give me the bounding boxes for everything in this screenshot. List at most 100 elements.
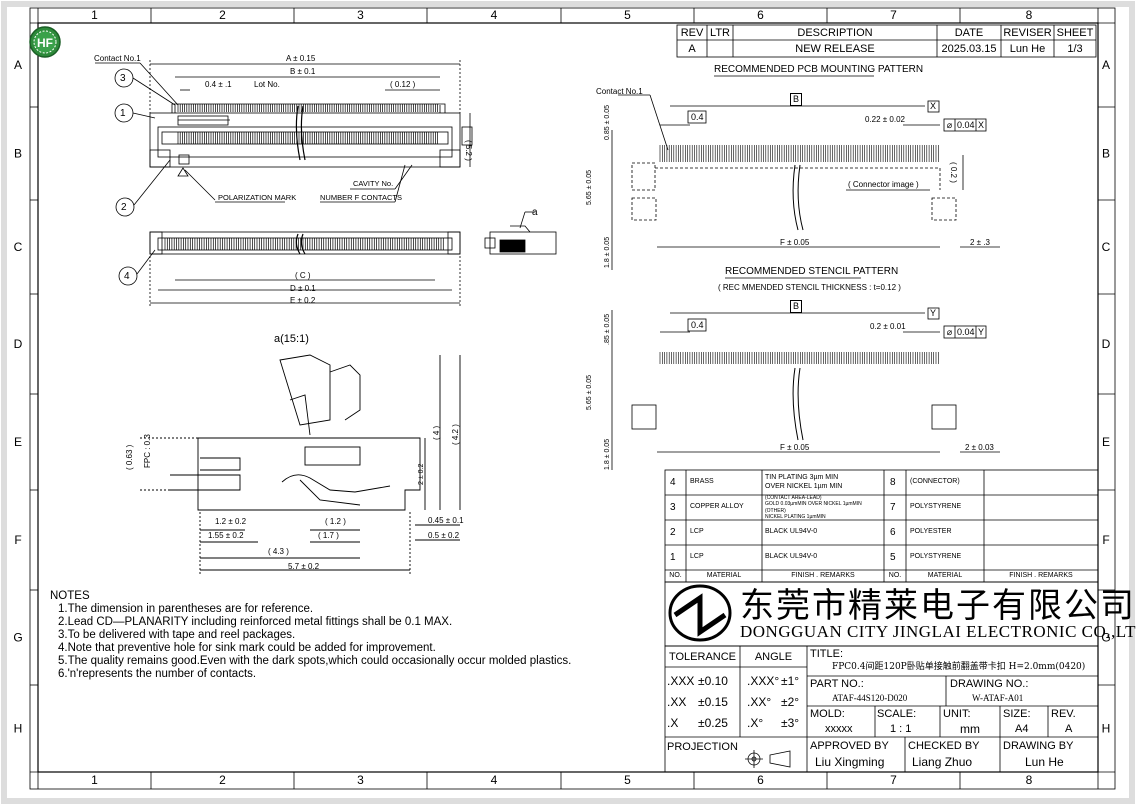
drawn-value: Lun He xyxy=(1025,755,1064,769)
stencil-tolerance: 0.04 xyxy=(957,327,975,337)
pcb-datum-x: X xyxy=(930,101,937,111)
pcb-pad-width: 0.22 ± 0.02 xyxy=(865,115,905,124)
detail-a-thumbnail xyxy=(484,211,557,255)
ruler-row-label: D xyxy=(14,337,23,351)
note-1: 1.The dimension in parentheses are for r… xyxy=(58,603,314,615)
material-header: MATERIAL xyxy=(927,572,963,579)
rev-header-sheet: SHEET xyxy=(1056,27,1094,39)
tolerance-cell: .XX xyxy=(667,695,687,709)
stencil-dim-085: .85 ± 0.05 xyxy=(604,313,611,345)
pcb-pattern-title: RECOMMENDED PCB MOUNTING PATTERN xyxy=(714,64,924,75)
size-value: A4 xyxy=(1015,723,1029,735)
ruler-row-label: C xyxy=(14,240,23,254)
tolerance-cell: ±2° xyxy=(781,695,800,709)
ruler-row-label: B xyxy=(14,147,22,161)
stencil-subtitle: ( REC MMENDED STENCIL THICKNESS : t=0.12… xyxy=(718,283,901,292)
checked-label: CHECKED BY xyxy=(908,740,980,752)
top-view-balloons xyxy=(95,62,413,286)
detail-a-view xyxy=(140,354,461,575)
rev-value-title: A xyxy=(1065,723,1073,735)
title-block xyxy=(664,645,1099,773)
dim-e-label: E ± 0.2 xyxy=(290,296,316,305)
part-no-label: PART NO.: xyxy=(810,678,864,690)
ruler-col-label: 2 xyxy=(219,773,226,787)
ruler-col-label: 8 xyxy=(1026,773,1033,787)
company-logo: HF xyxy=(29,26,61,58)
material-header: FINISH . REMARKS xyxy=(791,572,855,579)
pcb-contact-no1: Contact No.1 xyxy=(596,87,643,96)
stencil-dim-565: 5.65 ± 0.05 xyxy=(586,375,593,410)
pcb-tolerance: 0.04 xyxy=(957,120,975,130)
rev-header-reviser: REVISER xyxy=(1003,27,1052,39)
rev-header-date: DATE xyxy=(954,27,984,39)
pcb-dim-02: ( 0.2 ) xyxy=(949,162,958,183)
dim-43: ( 4.3 ) xyxy=(268,547,289,556)
tolerance-cell: .XX° xyxy=(747,695,772,709)
ruler-row-label: B xyxy=(1102,147,1110,161)
ruler-row-label: H xyxy=(1102,722,1111,736)
dim-42: ( 4.2 ) xyxy=(451,424,460,445)
stencil-pitch: 0.4 xyxy=(691,320,704,330)
mold-label: MOLD: xyxy=(810,708,845,720)
detail-a-label: a xyxy=(532,207,538,218)
tolerance-cell: .XXX xyxy=(667,674,695,688)
tolerance-header: TOLERANCE xyxy=(668,651,737,663)
tolerance-cell: ±1° xyxy=(781,674,800,688)
dim-05: 0.5 ± 0.2 xyxy=(428,531,460,540)
tolerance-cell: .X° xyxy=(747,716,764,730)
dim-12b: ( 1.2 ) xyxy=(325,517,346,526)
tolerance-cell: .XXX° xyxy=(747,674,780,688)
balloon-1: 1 xyxy=(120,108,126,119)
rev-reviser-value: Lun He xyxy=(1009,43,1046,55)
mold-value: xxxxx xyxy=(825,723,853,735)
lot-no-label: Lot No. xyxy=(254,80,280,89)
title-value: FPC0.4间距120P卧贴单接触前翻盖带卡扣 H=2.0mm(0420) xyxy=(832,662,1086,672)
drawing-no-label: DRAWING NO.: xyxy=(950,678,1029,690)
dim-a-label: A ± 0.15 xyxy=(286,54,316,63)
material-no: 4 xyxy=(670,477,676,488)
ruler-row-label: F xyxy=(1102,533,1109,547)
dim-4: ( 4 ) xyxy=(432,425,441,440)
drawn-label: DRAWING BY xyxy=(1003,740,1074,752)
ruler-row-label: D xyxy=(1102,337,1111,351)
material-name: COPPER ALLOY xyxy=(690,503,744,510)
stencil-dim-2: 2 ± 0.03 xyxy=(965,443,994,452)
note-5: 5.The quality remains good.Even with the… xyxy=(58,655,572,667)
pcb-pattern-view xyxy=(611,75,1000,270)
ruler-row-label: G xyxy=(13,631,22,645)
ruler-col-label: 4 xyxy=(491,8,498,22)
ruler-row-label: A xyxy=(14,58,22,72)
material-name: LCP xyxy=(690,528,704,535)
scale-value: 1 : 1 xyxy=(890,723,912,735)
pcb-connector-image: ( Connector image ) xyxy=(848,180,919,189)
ruler-col-label: 2 xyxy=(219,8,226,22)
material-name-2: POLYESTER xyxy=(910,528,952,535)
material-no-2: 7 xyxy=(890,502,896,513)
dim-17: ( 1.7 ) xyxy=(318,531,339,540)
ruler-row-label: H xyxy=(14,722,23,736)
material-name-2: POLYSTYRENE xyxy=(910,503,962,510)
dim-045: 0.45 ± 0.1 xyxy=(428,516,464,525)
material-finish: BLACK UL94V-0 xyxy=(765,528,818,536)
dim-52-label: ( 5.2 ) xyxy=(464,140,473,161)
ruler-row-label: G xyxy=(1101,631,1110,645)
note-4: 4.Note that preventive hole for sink mar… xyxy=(58,642,436,654)
note-2: 2.Lead CD—PLANARITY including reinforced… xyxy=(58,616,453,628)
pcb-dim-085: 0.85 ± 0.05 xyxy=(604,105,611,140)
ruler-row-label: A xyxy=(1102,58,1110,72)
dim-2: 2 ± 0.2 xyxy=(418,463,425,485)
material-no: 3 xyxy=(670,502,676,513)
rev-header-description: DESCRIPTION xyxy=(797,27,873,39)
checked-value: Liang Zhuo xyxy=(912,755,973,769)
ruler-col-label: 3 xyxy=(357,8,364,22)
unit-label: UNIT: xyxy=(943,708,971,720)
ruler-col-label: 5 xyxy=(624,773,631,787)
stencil-tolerance-ref: Y xyxy=(978,327,985,337)
rev-description-value: NEW RELEASE xyxy=(795,43,875,55)
polarization-mark-label: POLARIZATION MARK xyxy=(218,193,297,202)
stencil-dim-18: 1.8 ± 0.05 xyxy=(604,438,611,470)
dim-12a: 1.2 ± 0.2 xyxy=(215,517,247,526)
material-finish: NICKEL PLATING 1µmMIN xyxy=(765,514,826,520)
